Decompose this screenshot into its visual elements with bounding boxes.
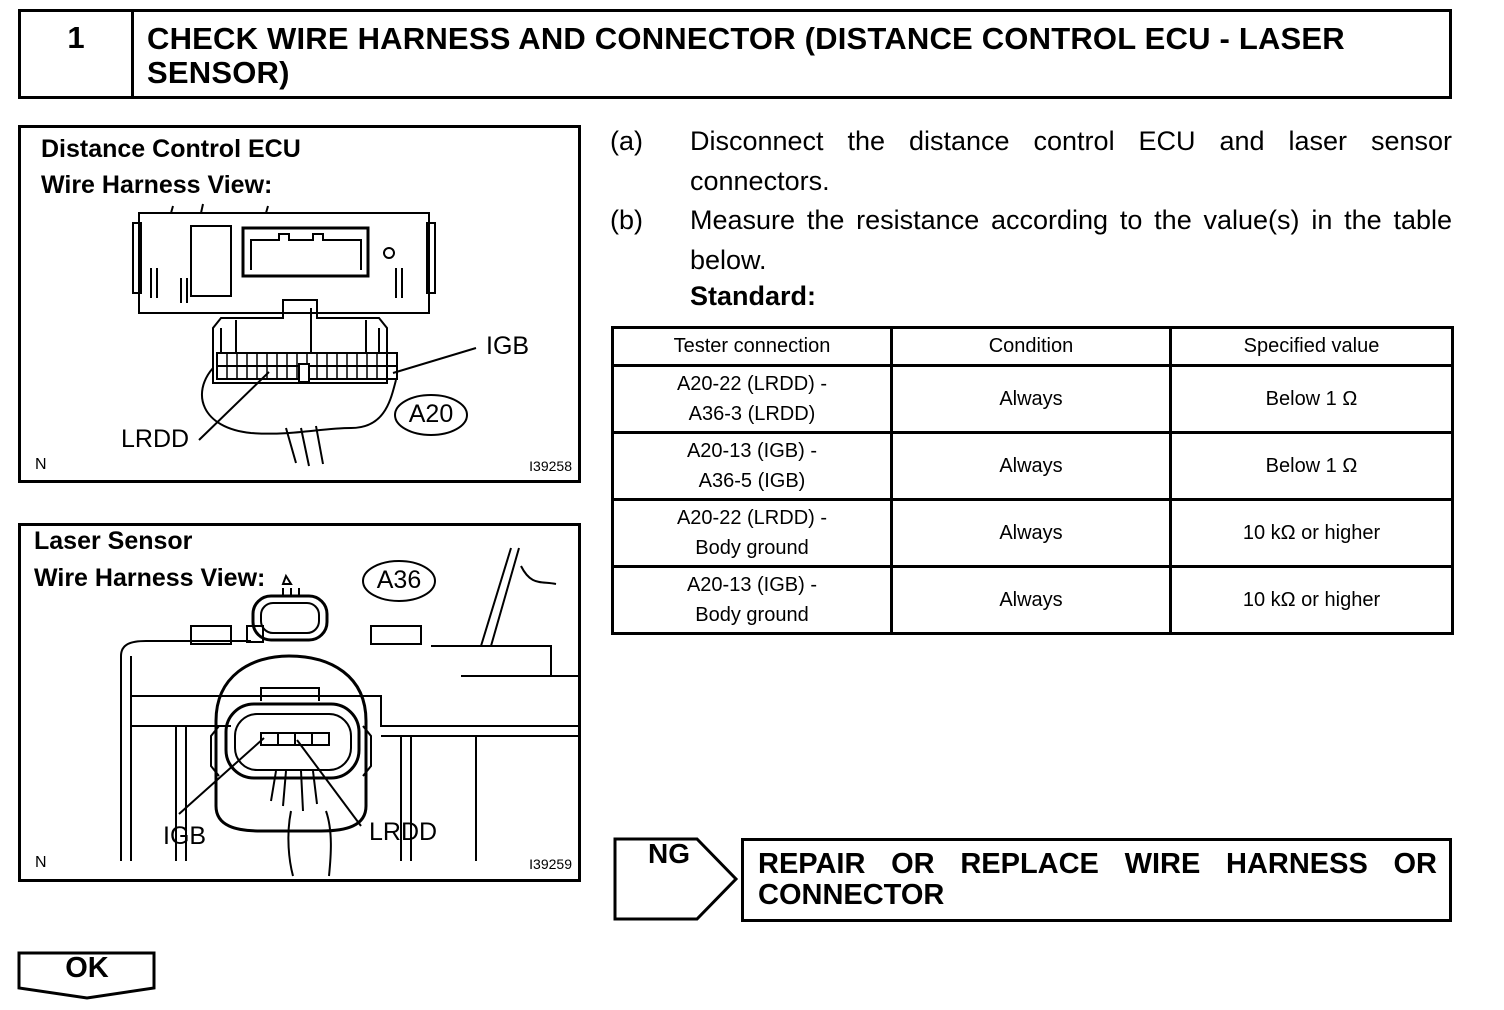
ok-result-arrow[interactable]: [16, 950, 158, 1002]
ng-label: NG: [648, 838, 690, 869]
specified-value-cell: Below 1 Ω: [1169, 431, 1454, 501]
condition-cell: Always: [890, 431, 1172, 501]
resistance-spec-table: Tester connection Condition Specified va…: [611, 326, 1454, 635]
step-label: (b): [610, 205, 643, 235]
tester-connection-cell: A20-13 (IGB) -Body ground: [611, 565, 893, 635]
column-header: Tester connection: [611, 326, 893, 367]
step-label: (a): [610, 126, 643, 156]
column-header: Condition: [890, 326, 1172, 367]
lrdd-callout: LRDD: [121, 425, 190, 453]
step-header: 1 CHECK WIRE HARNESS AND CONNECTOR (DIST…: [18, 9, 1452, 99]
ok-label: OK: [65, 952, 109, 984]
tester-connection-cell: A20-13 (IGB) -A36-5 (IGB): [611, 431, 893, 501]
igb-callout: IGB: [163, 822, 207, 850]
ecu-figure-subtitle: Wire Harness View:: [41, 171, 273, 199]
laser-figure-title: Laser Sensor: [34, 527, 193, 555]
step-number: 1: [21, 12, 134, 96]
laser-sensor-connector-drawing: [120, 547, 578, 877]
ng-action-box: REPAIR OR REPLACE WIRE HARNESS OR CONNEC…: [741, 838, 1452, 922]
specified-value-cell: 10 kΩ or higher: [1169, 565, 1454, 635]
table-header-row: Tester connection Condition Specified va…: [611, 326, 1454, 367]
ng-action-text: REPAIR OR REPLACE WIRE HARNESS OR CONNEC…: [758, 848, 1437, 911]
ecu-connector-drawing: [132, 203, 477, 467]
tester-connection-cell: A20-22 (LRDD) -A36-3 (LRDD): [611, 364, 893, 434]
lrdd-callout: LRDD: [369, 818, 438, 846]
figure-id: I39258: [529, 458, 572, 474]
column-header: Specified value: [1169, 326, 1454, 367]
standard-label: Standard:: [690, 281, 817, 311]
connector-id-a20: A20: [408, 400, 454, 428]
ecu-figure-title: Distance Control ECU: [41, 135, 301, 163]
table-row: A20-13 (IGB) -Body ground Always 10 kΩ o…: [611, 565, 1454, 635]
condition-cell: Always: [890, 498, 1172, 568]
specified-value-cell: Below 1 Ω: [1169, 364, 1454, 434]
table-row: A20-22 (LRDD) -A36-3 (LRDD) Always Below…: [611, 364, 1454, 434]
step-title: CHECK WIRE HARNESS AND CONNECTOR (DISTAN…: [147, 21, 1345, 90]
ng-result-arrow[interactable]: [612, 836, 740, 922]
figure-id: I39259: [529, 856, 572, 872]
step-text: Disconnect the distance control ECU and …: [690, 126, 1452, 196]
condition-cell: Always: [890, 565, 1172, 635]
connector-id-a36: A36: [376, 566, 422, 594]
igb-callout: IGB: [486, 332, 530, 360]
laser-sensor-connector-figure: Laser Sensor Wire Harness View: A36 IGB …: [18, 523, 581, 882]
condition-cell: Always: [890, 364, 1172, 434]
ecu-connector-figure: Distance Control ECU Wire Harness View: …: [18, 125, 581, 483]
table-row: A20-22 (LRDD) -Body ground Always 10 kΩ …: [611, 498, 1454, 568]
figure-note-n: N: [35, 456, 47, 473]
specified-value-cell: 10 kΩ or higher: [1169, 498, 1454, 568]
table-row: A20-13 (IGB) -A36-5 (IGB) Always Below 1…: [611, 431, 1454, 501]
figure-note-n: N: [35, 854, 47, 871]
tester-connection-cell: A20-22 (LRDD) -Body ground: [611, 498, 893, 568]
step-text: Measure the resistance according to the …: [690, 205, 1452, 275]
laser-figure-subtitle: Wire Harness View:: [34, 564, 266, 592]
